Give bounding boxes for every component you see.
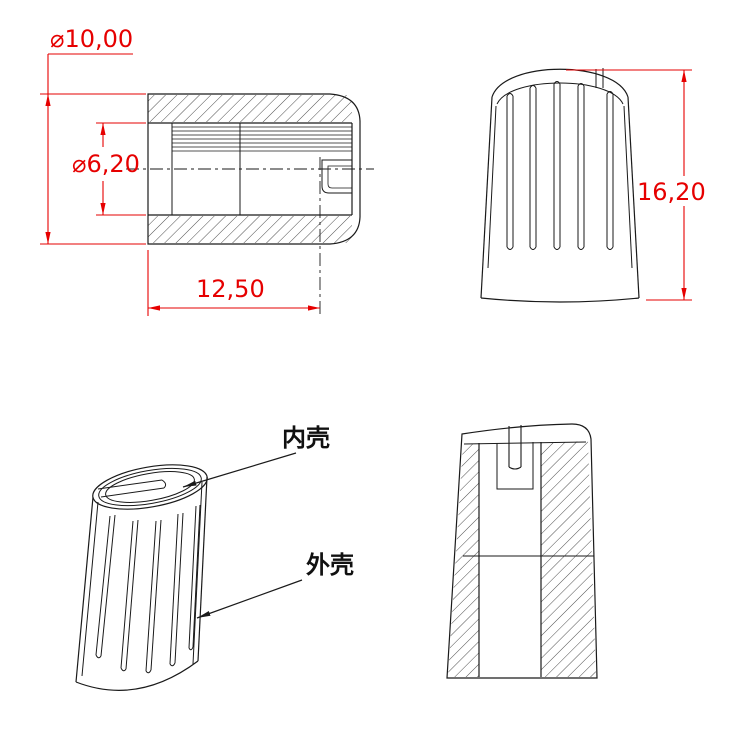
dim-arrow-down xyxy=(681,288,687,300)
side-contour-left xyxy=(487,105,497,269)
inner-boss-outline xyxy=(496,442,534,490)
dim-outer-diameter: ⌀10,00 xyxy=(40,25,146,245)
view-isometric xyxy=(75,464,208,691)
dim-outer-diameter-text: ⌀10,00 xyxy=(50,25,133,53)
bottom-arc xyxy=(75,660,199,691)
top-dome xyxy=(491,68,629,98)
hatch-right-wall xyxy=(541,441,596,677)
outer-outline xyxy=(147,93,361,245)
dim-arrow-left xyxy=(148,305,160,311)
top-inner-line xyxy=(463,441,587,445)
body-left-edge xyxy=(75,496,94,683)
outer-shell-label: 外壳 xyxy=(306,551,354,579)
dim-inner-diameter: ⌀6,20 xyxy=(72,122,146,216)
hatch-top-wall xyxy=(148,95,352,122)
side-contour-right xyxy=(623,105,633,269)
view-front xyxy=(480,68,640,303)
dim-arrow-up xyxy=(45,94,51,106)
view-section-vertical xyxy=(446,423,598,679)
body-rib-lines xyxy=(95,504,201,674)
body-left-contour xyxy=(81,501,99,677)
inner-shell-label: 内壳 xyxy=(282,424,330,452)
dim-height: 16,20 xyxy=(566,69,706,301)
top-slot xyxy=(97,479,167,498)
bottom-edge xyxy=(480,297,640,303)
top-rim-ellipse xyxy=(98,467,202,507)
top-slot-ticks xyxy=(595,68,604,88)
rib-lines xyxy=(506,81,614,250)
snap-notch-detail xyxy=(321,159,352,194)
outer-shell-leader-arrow xyxy=(196,579,303,619)
hatch-left-wall xyxy=(448,444,479,677)
body-right-contour xyxy=(192,481,203,665)
top-outer-ellipse xyxy=(92,464,208,510)
dim-arrow-down xyxy=(100,203,106,215)
outer-outline xyxy=(446,423,598,679)
dim-insert-depth: 12,50 xyxy=(147,250,320,316)
dim-height-text: 16,20 xyxy=(637,178,706,206)
shaft-serration-lines xyxy=(172,126,352,152)
inner-shell-leader-arrow xyxy=(182,452,297,488)
body-right-edge xyxy=(197,476,208,662)
callout-inner-shell: 内壳 xyxy=(182,424,330,488)
top-inner-ellipse xyxy=(105,471,195,503)
hatch-bottom-wall xyxy=(148,216,352,243)
dim-arrow-up xyxy=(100,123,106,135)
dim-arrow-down xyxy=(45,232,51,244)
dim-arrow-right xyxy=(308,305,320,311)
left-edge xyxy=(480,96,493,299)
view-section-side xyxy=(126,93,374,316)
top-slot-section xyxy=(508,425,522,470)
right-edge xyxy=(627,96,640,299)
dim-insert-depth-text: 12,50 xyxy=(196,275,265,303)
callout-outer-shell: 外壳 xyxy=(196,551,354,619)
dim-inner-diameter-text: ⌀6,20 xyxy=(72,150,140,178)
dim-arrow-up xyxy=(681,70,687,82)
